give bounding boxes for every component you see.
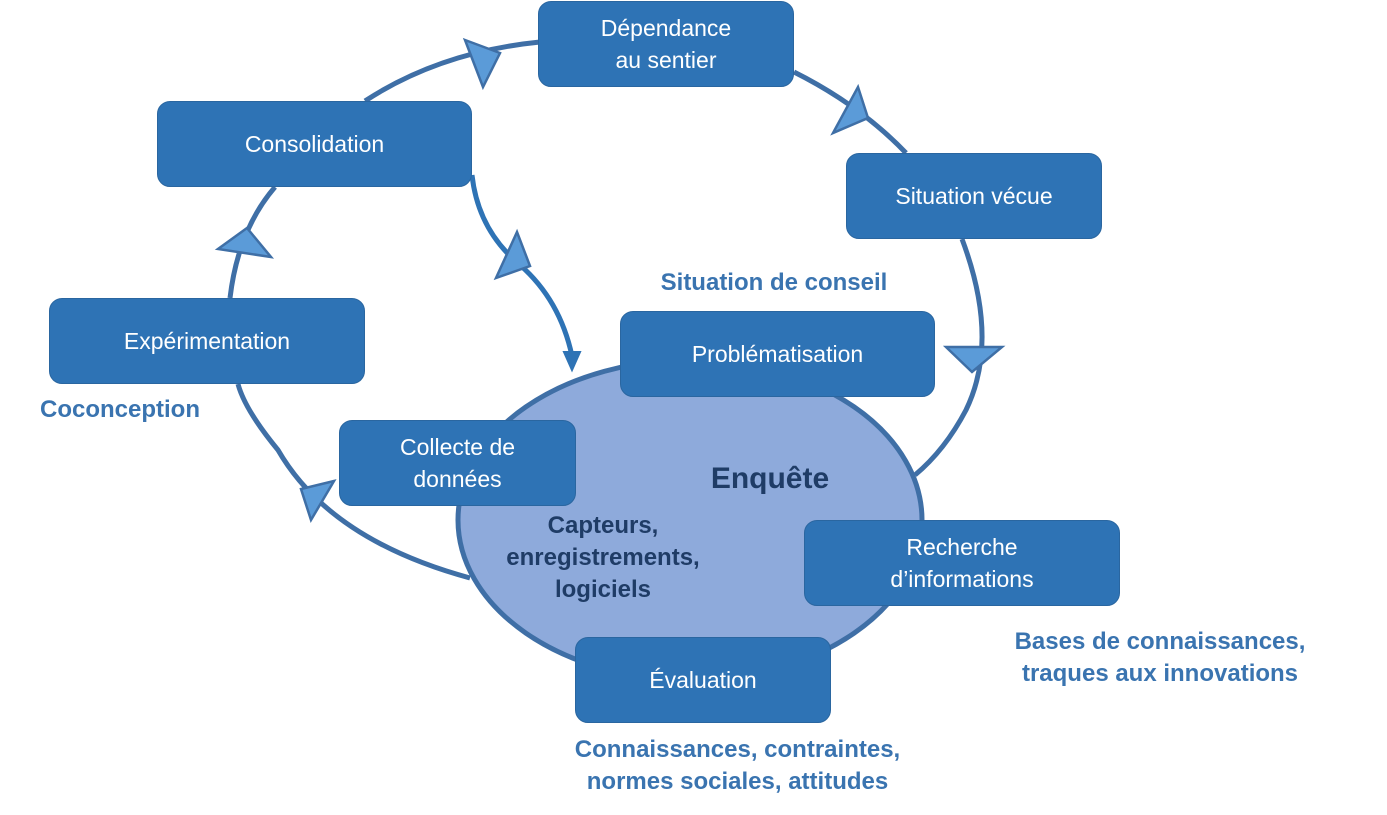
step-problematisation[interactable]: Problématisation (620, 311, 935, 397)
enquete-tools: Capteurs, enregistrements, logiciels (506, 512, 700, 603)
step-dependance-au-sentier[interactable]: Dépendance au sentier (538, 1, 794, 87)
step-label: Consolidation (244, 131, 385, 157)
step-label: Collecte de données (399, 434, 516, 492)
step-collecte-de-donnees[interactable]: Collecte de données (339, 420, 576, 506)
step-evaluation[interactable]: Évaluation (575, 637, 831, 723)
enquete-title: Enquête (710, 462, 830, 495)
step-experimentation[interactable]: Expérimentation (49, 298, 365, 384)
step-label: Dépendance au sentier (600, 15, 732, 73)
annotation-bases-de-connaissances: Bases de connaissances, traques aux inno… (1014, 628, 1306, 687)
step-label: Situation vécue (895, 183, 1053, 209)
step-situation-vecue[interactable]: Situation vécue (846, 153, 1102, 239)
arc-enquete-to-experiment (235, 383, 471, 581)
step-label: Recherche d’informations (890, 534, 1034, 592)
arrow-marker-top-left (462, 37, 502, 91)
arc-situation-to-enquete (913, 238, 985, 477)
step-label: Problématisation (691, 341, 864, 367)
annotation-coconception: Coconception (40, 396, 200, 423)
arrow-marker-top-right (830, 83, 870, 136)
arrow-marker-consolidation-down (493, 228, 532, 281)
arrow-marker-left-upper (214, 226, 275, 259)
arrow-marker-right (942, 345, 1006, 374)
step-recherche-informations[interactable]: Recherche d’informations (804, 520, 1120, 606)
arrow-marker-left-lower (299, 479, 337, 524)
annotation-connaissances-contraintes: Connaissances, contraintes, normes socia… (574, 736, 901, 795)
arrowhead-into-enquete (562, 351, 582, 373)
arc-consolidation-to-dependance (363, 39, 541, 104)
step-label: Expérimentation (123, 328, 291, 354)
step-consolidation[interactable]: Consolidation (157, 101, 472, 187)
annotation-situation-de-conseil: Situation de conseil (660, 269, 888, 296)
step-label: Évaluation (649, 667, 757, 693)
